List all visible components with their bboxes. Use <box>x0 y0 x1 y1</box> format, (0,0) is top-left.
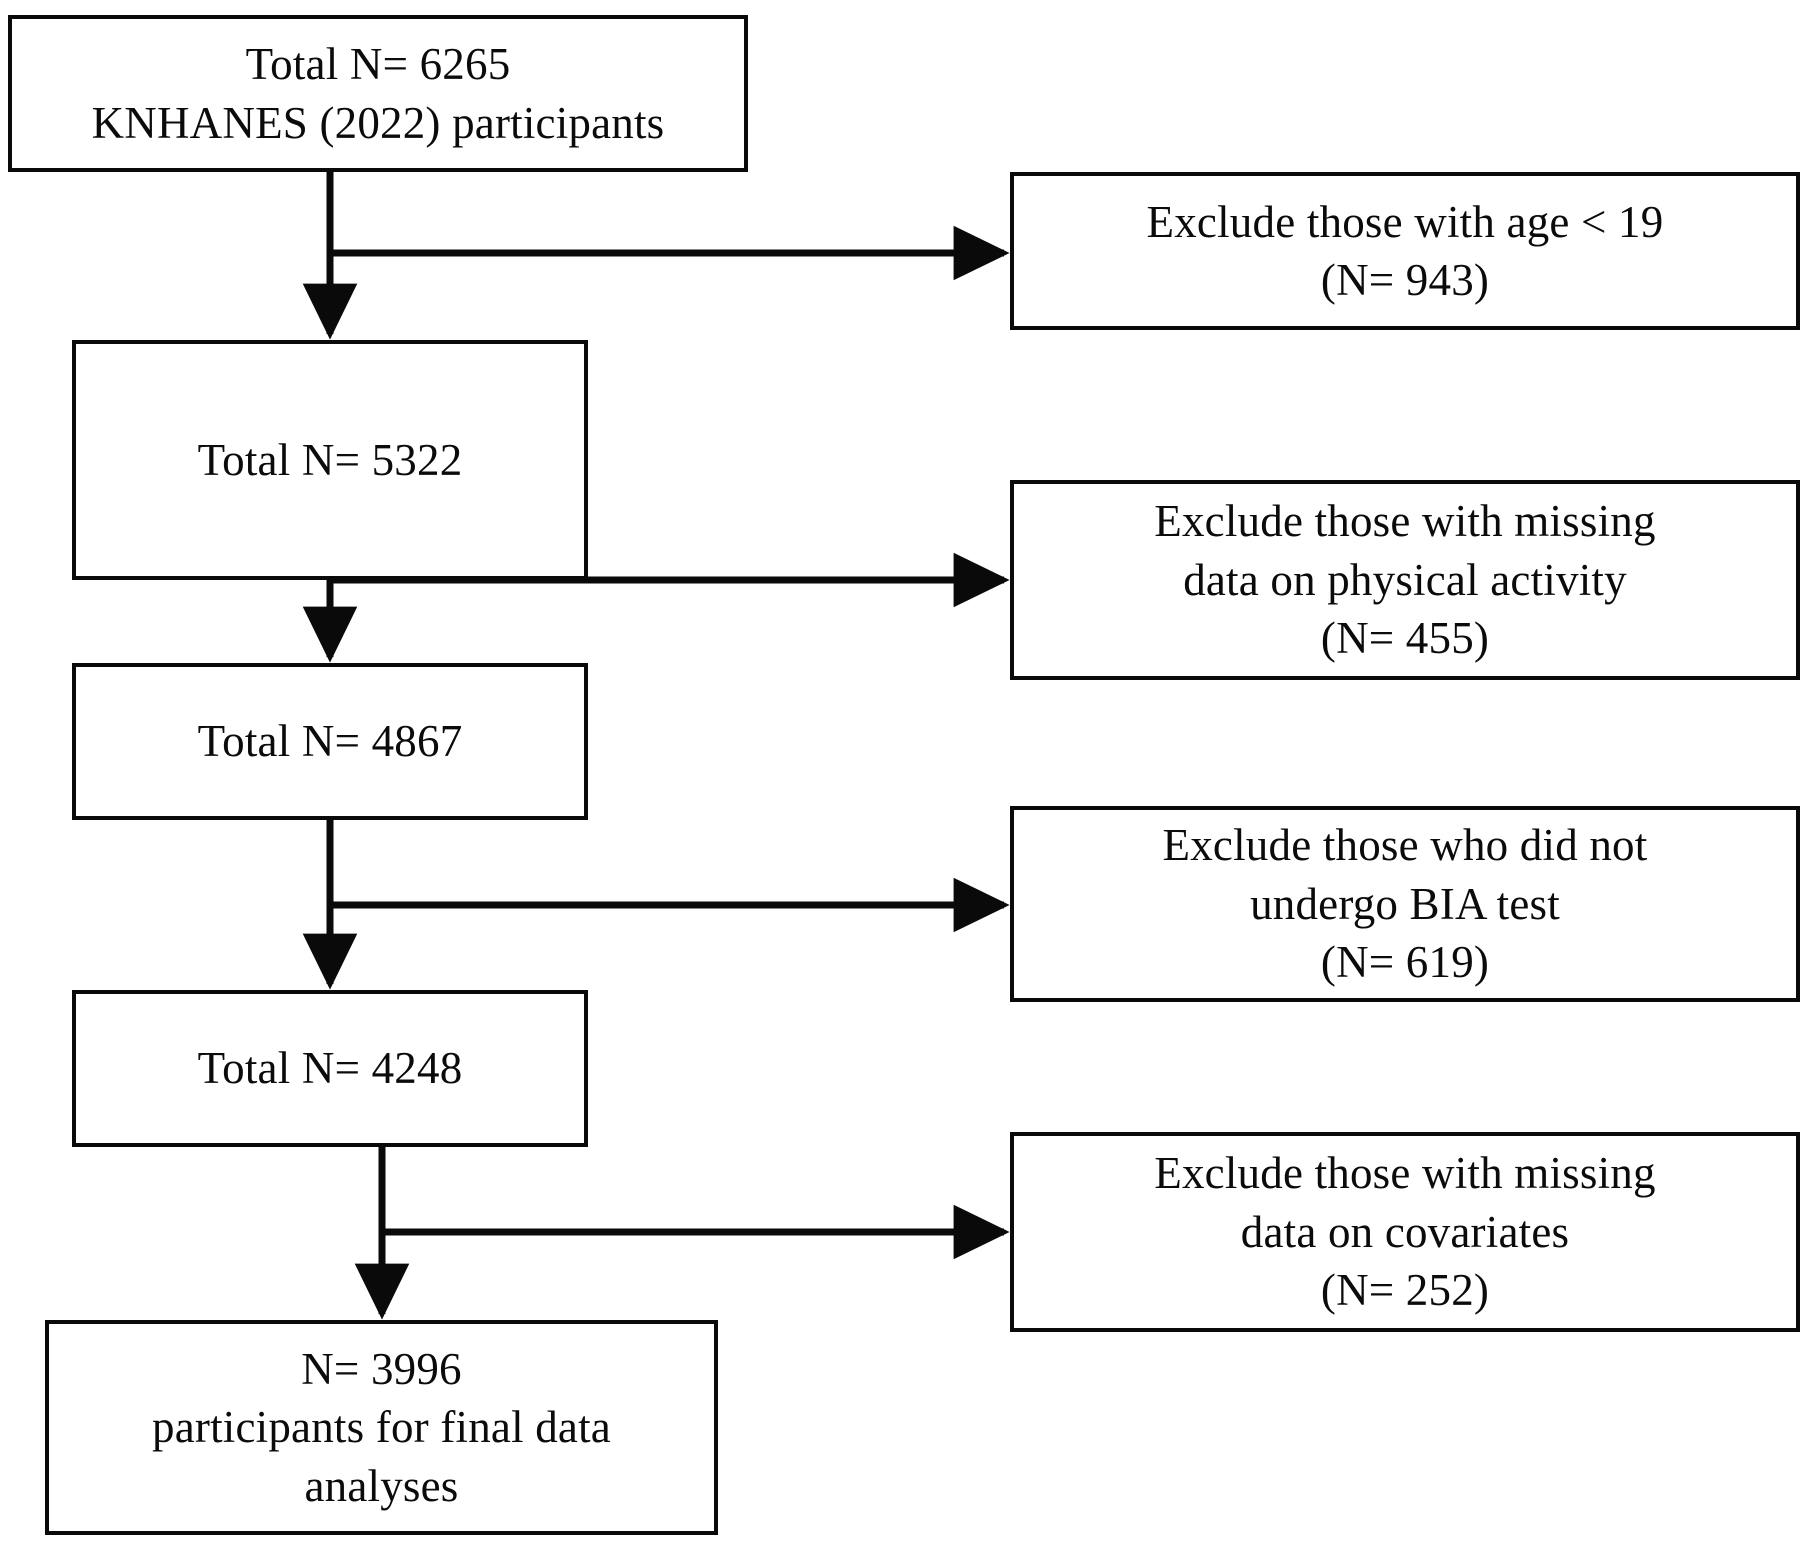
flow-node-total-4248-line-1: Total N= 4248 <box>197 1043 463 1094</box>
flow-node-total-5322: Total N= 5322 <box>72 340 588 580</box>
exclusion-node-bia: Exclude those who did not undergo BIA te… <box>1010 806 1800 1002</box>
exclusion-node-covariates-line-2: data on covariates <box>1240 1206 1570 1257</box>
flow-node-final-3996-line-2: participants for final data <box>152 1402 611 1453</box>
exclusion-node-bia-line-1: Exclude those who did not <box>1162 820 1648 871</box>
exclusion-node-physical-activity-line-1: Exclude those with missing <box>1154 496 1656 547</box>
exclusion-node-covariates-line-1: Exclude those with missing <box>1154 1148 1656 1199</box>
exclusion-node-age: Exclude those with age < 19 (N= 943) <box>1010 172 1800 330</box>
flow-node-total-4867: Total N= 4867 <box>72 663 588 820</box>
flow-node-total-5322-line-1: Total N= 5322 <box>197 434 463 485</box>
exclusion-node-bia-line-2: undergo BIA test <box>1250 878 1560 929</box>
exclusion-node-bia-line-3: (N= 619) <box>1320 937 1490 988</box>
flow-node-total-6265-line-1: Total N= 6265 <box>245 39 511 89</box>
exclusion-node-physical-activity-line-3: (N= 455) <box>1320 613 1490 664</box>
flow-node-total-4867-line-1: Total N= 4867 <box>197 716 463 767</box>
exclusion-node-age-line-1: Exclude those with age < 19 <box>1146 196 1664 247</box>
exclusion-node-covariates: Exclude those with missing data on covar… <box>1010 1132 1800 1332</box>
flow-node-total-4248: Total N= 4248 <box>72 990 588 1147</box>
exclusion-node-physical-activity-line-2: data on physical activity <box>1183 554 1627 605</box>
flow-node-final-3996-line-3: analyses <box>304 1460 459 1511</box>
flow-node-final-3996-line-1: N= 3996 <box>301 1343 462 1394</box>
flow-node-final-3996: N= 3996 participants for final data anal… <box>45 1320 718 1535</box>
flow-node-total-6265-line-2: KNHANES (2022) participants <box>91 97 665 148</box>
exclusion-node-age-line-2: (N= 943) <box>1320 255 1490 305</box>
exclusion-node-physical-activity: Exclude those with missing data on physi… <box>1010 480 1800 680</box>
exclusion-node-covariates-line-3: (N= 252) <box>1320 1265 1490 1316</box>
flow-node-total-6265: Total N= 6265 KNHANES (2022) participant… <box>8 15 748 172</box>
